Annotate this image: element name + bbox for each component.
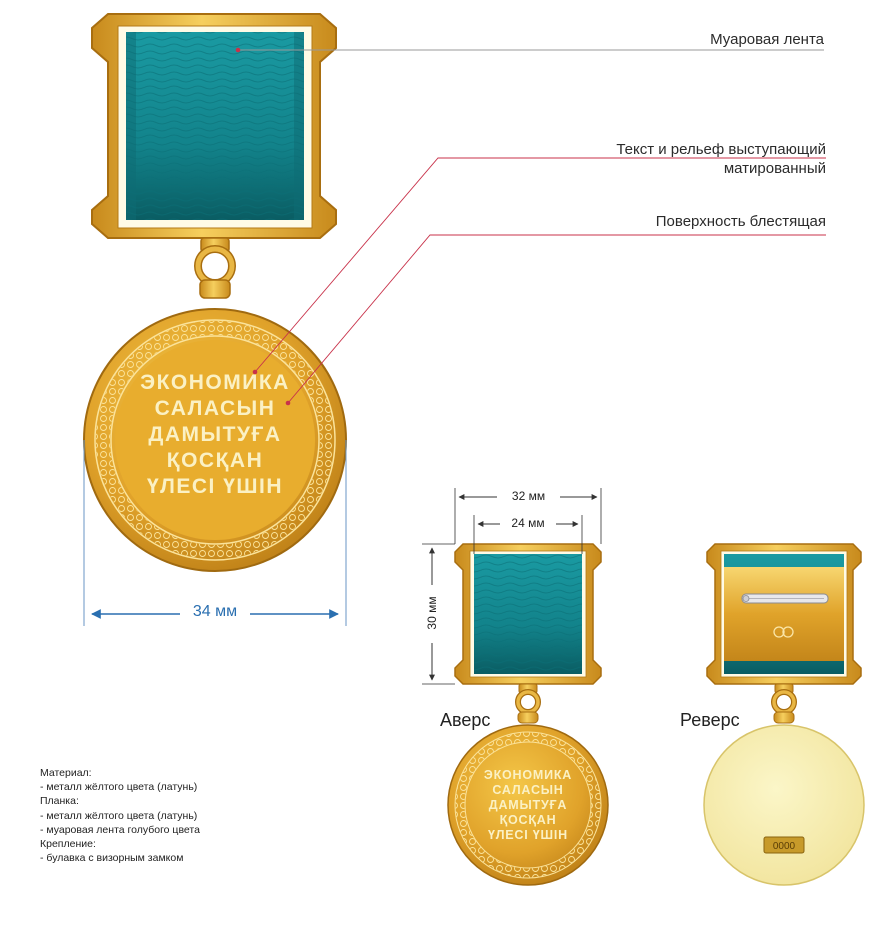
inscription-line: ҮЛЕСІ ҮШІН [147, 475, 283, 498]
materials-line: - металл жёлтого цвета (латунь) [40, 781, 198, 794]
callout-surface: Поверхность блестящая [655, 213, 826, 230]
leader-lines [235, 47, 826, 406]
inscription-line: ЭКОНОМИКА [140, 371, 290, 394]
diameter-dimension [83, 440, 347, 626]
materials-notes: Материал: - металл жёлтого цвета (латунь… [40, 766, 200, 865]
inscription-line: ДАМЫТУҒА [148, 423, 281, 446]
reverse-ring [771, 683, 797, 724]
inscription-line: ҚОСҚАН [500, 813, 557, 827]
materials-line: - металл жёлтого цвета (латунь) [40, 809, 198, 822]
obverse-bar-plate [454, 543, 602, 685]
inscription-line: ҚОСҚАН [167, 449, 263, 472]
main-ribbon [126, 32, 304, 220]
callout-ribbon: Муаровая лента [710, 31, 824, 48]
materials-line: Крепление: [40, 838, 96, 851]
materials-line: Материал: [40, 767, 92, 779]
reverse-bar-plate [706, 543, 862, 685]
materials-line: - булавка с визорным замком [40, 852, 184, 865]
dimension-diameter-label: 34 мм [192, 603, 238, 620]
obverse-ring [515, 683, 541, 724]
obverse-label: Аверс [440, 710, 491, 730]
callout-relief-line2: матированный [723, 160, 826, 177]
inscription-line: ҮЛЕСІ ҮШІН [488, 828, 568, 842]
inscription-line: ДАМЫТУҒА [489, 798, 568, 812]
main-suspension-ring [194, 237, 236, 299]
pin-clasp [741, 593, 829, 604]
materials-line: - муаровая лента голубого цвета [40, 823, 200, 836]
reverse-label: Реверс [680, 710, 740, 730]
reverse-serial-number: 0000 [773, 841, 796, 852]
dimension-outer-width-label: 32 мм [511, 489, 546, 503]
inscription-line: ЭКОНОМИКА [484, 768, 572, 782]
width-dimensions [422, 488, 602, 685]
materials-line: Планка: [40, 795, 79, 808]
hallmark-icon [773, 626, 794, 638]
callout-relief-line1: Текст и рельеф выступающий [616, 141, 826, 158]
inscription-line: САЛАСЫН [155, 397, 276, 420]
inscription-line: САЛАСЫН [492, 783, 563, 797]
dimension-height-label: 30 мм [425, 596, 439, 630]
reverse-disc [703, 724, 865, 886]
dimension-ribbon-width-label: 24 мм [511, 516, 545, 530]
main-inscription: ЭКОНОМИКА САЛАСЫН ДАМЫТУҒА ҚОСҚАН ҮЛЕСІ ҮШІН [140, 371, 290, 498]
obverse-disc [447, 724, 609, 886]
